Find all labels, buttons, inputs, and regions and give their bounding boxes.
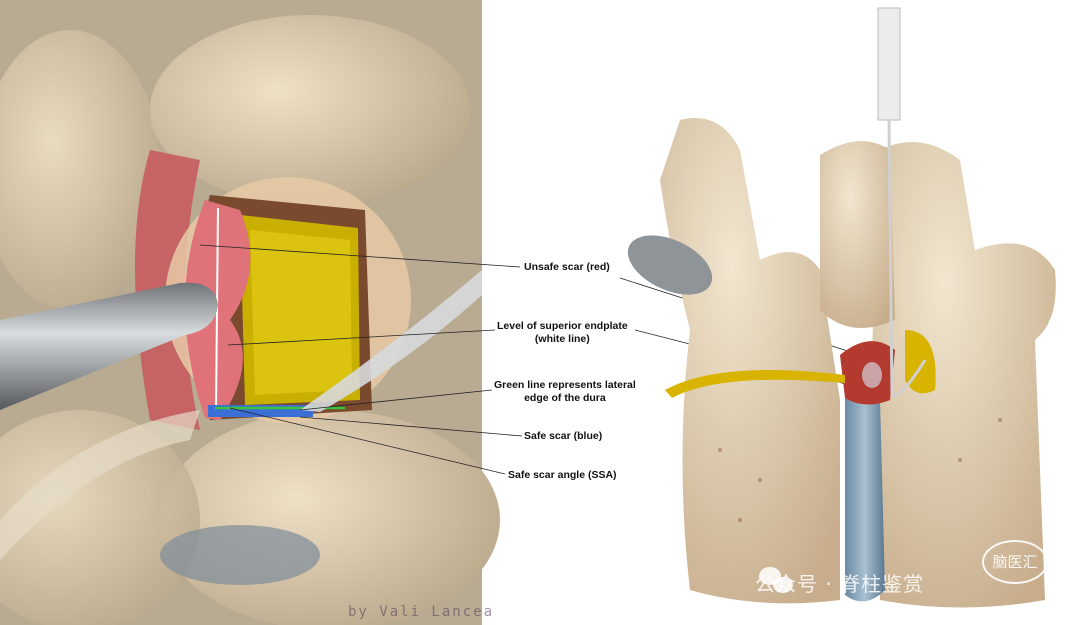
cannula-instrument	[0, 282, 218, 410]
label-unsafe-scar: Unsafe scar (red)	[524, 261, 610, 273]
probe-tip	[887, 119, 927, 398]
label-endplate: Level of superior endplate (white line)	[497, 320, 628, 346]
left-vertebra	[660, 118, 840, 604]
transverse-process-cap	[627, 235, 713, 295]
watermark-stamp: 脑医汇	[982, 540, 1048, 584]
probe-handle	[877, 7, 901, 121]
right-vertebra-view	[627, 7, 1056, 608]
artist-signature: by Vali Lancea	[348, 604, 495, 620]
dissector-instrument	[300, 270, 482, 412]
left-surgical-view	[0, 0, 861, 625]
label-ssa: Safe scar angle (SSA)	[508, 469, 617, 481]
label-green-line: Green line represents lateral edge of th…	[494, 379, 636, 405]
label-endplate-line1: Level of superior endplate	[497, 320, 628, 332]
nerve-root	[665, 370, 845, 398]
label-endplate-line2: (white line)	[534, 333, 590, 345]
dural-sac	[845, 393, 885, 602]
label-green-line2: edge of the dura	[524, 392, 606, 404]
right-vertebra	[870, 142, 1056, 608]
label-safe-scar: Safe scar (blue)	[524, 430, 603, 442]
wechat-icon	[759, 567, 793, 593]
label-green-line1: Green line represents lateral	[494, 379, 636, 391]
watermark-text: 公众号 · 脊柱鉴赏	[755, 572, 925, 596]
